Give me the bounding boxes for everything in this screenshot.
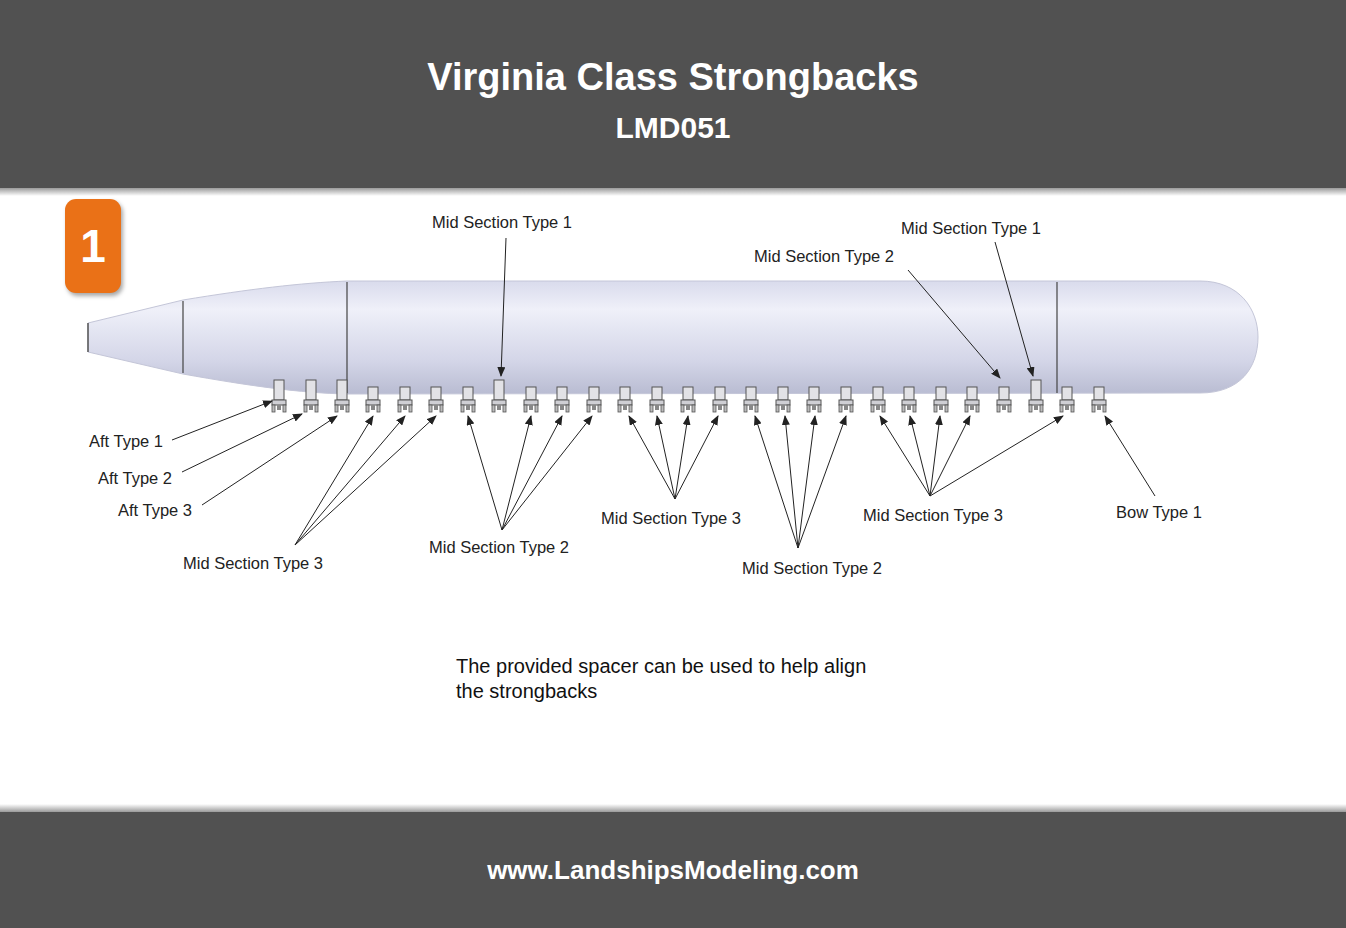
strongback	[304, 380, 318, 412]
leader-line	[172, 401, 272, 440]
leader-line	[295, 416, 436, 545]
part-label: Bow Type 1	[1116, 502, 1202, 522]
leader-line	[202, 416, 337, 505]
strongback	[650, 387, 664, 412]
leader-line	[502, 416, 531, 530]
leader-line	[798, 416, 815, 548]
strongback	[776, 387, 790, 412]
strongback	[461, 387, 475, 412]
part-label: Aft Type 2	[98, 468, 172, 488]
leader-line	[182, 414, 302, 472]
strongback	[1060, 387, 1074, 412]
part-label: Mid Section Type 3	[183, 553, 323, 573]
strongback	[335, 380, 349, 412]
leader-line	[468, 416, 502, 530]
strongback	[934, 387, 948, 412]
page-title: Virginia Class Strongbacks	[0, 55, 1346, 99]
strongback	[366, 387, 380, 412]
strongback	[272, 380, 286, 412]
strongback	[587, 387, 601, 412]
part-label: Aft Type 1	[89, 431, 163, 451]
section-line	[346, 282, 347, 393]
section-line	[182, 301, 183, 373]
leader-line	[295, 416, 373, 545]
leader-line	[629, 416, 675, 499]
strongback	[618, 387, 632, 412]
strongback	[871, 387, 885, 412]
header-shadow	[0, 188, 1346, 196]
strongback	[492, 380, 506, 412]
leader-lines	[172, 238, 1155, 548]
leader-line	[930, 416, 940, 496]
strongback	[1029, 380, 1043, 412]
leader-line	[502, 416, 592, 530]
part-label: Mid Section Type 3	[863, 505, 1003, 525]
strongback	[965, 387, 979, 412]
part-label: Mid Section Type 2	[742, 558, 882, 578]
strongback	[744, 387, 758, 412]
strongback	[524, 387, 538, 412]
leader-line	[785, 416, 798, 548]
leader-line	[910, 416, 930, 496]
step-number-box: 1	[65, 199, 121, 293]
website-url: www.LandshipsModeling.com	[487, 854, 859, 886]
part-label: Mid Section Type 3	[601, 508, 741, 528]
leader-line	[657, 416, 675, 499]
leader-line	[755, 416, 798, 548]
part-label: Aft Type 3	[118, 500, 192, 520]
strongback	[902, 387, 916, 412]
leader-line	[930, 416, 1063, 496]
strongback	[839, 387, 853, 412]
leader-line	[501, 238, 506, 376]
leader-line	[908, 270, 1000, 378]
footer-band: www.LandshipsModeling.com	[0, 812, 1346, 928]
hull	[88, 281, 1258, 394]
strongback	[1092, 387, 1106, 412]
footer-shadow	[0, 804, 1346, 812]
strongback	[713, 387, 727, 412]
leader-line	[798, 416, 846, 548]
kit-number: LMD051	[0, 110, 1346, 146]
part-label: Mid Section Type 1	[901, 218, 1041, 238]
strongback	[555, 387, 569, 412]
leader-line	[675, 416, 718, 499]
part-label: Mid Section Type 1	[432, 212, 572, 232]
part-label: Mid Section Type 2	[429, 537, 569, 557]
leader-line	[880, 416, 930, 496]
section-line	[1056, 282, 1057, 393]
strongback	[997, 387, 1011, 412]
strongback	[398, 387, 412, 412]
leader-line	[1105, 416, 1155, 496]
leader-line	[295, 416, 405, 545]
strongback-row	[272, 380, 1106, 412]
strongback	[429, 387, 443, 412]
strongback	[807, 387, 821, 412]
part-label: Mid Section Type 2	[754, 246, 894, 266]
strongback	[681, 387, 695, 412]
leader-line	[995, 242, 1033, 376]
note-text: The provided spacer can be used to help …	[456, 654, 896, 704]
leader-line	[502, 416, 562, 530]
step-number: 1	[80, 221, 106, 271]
